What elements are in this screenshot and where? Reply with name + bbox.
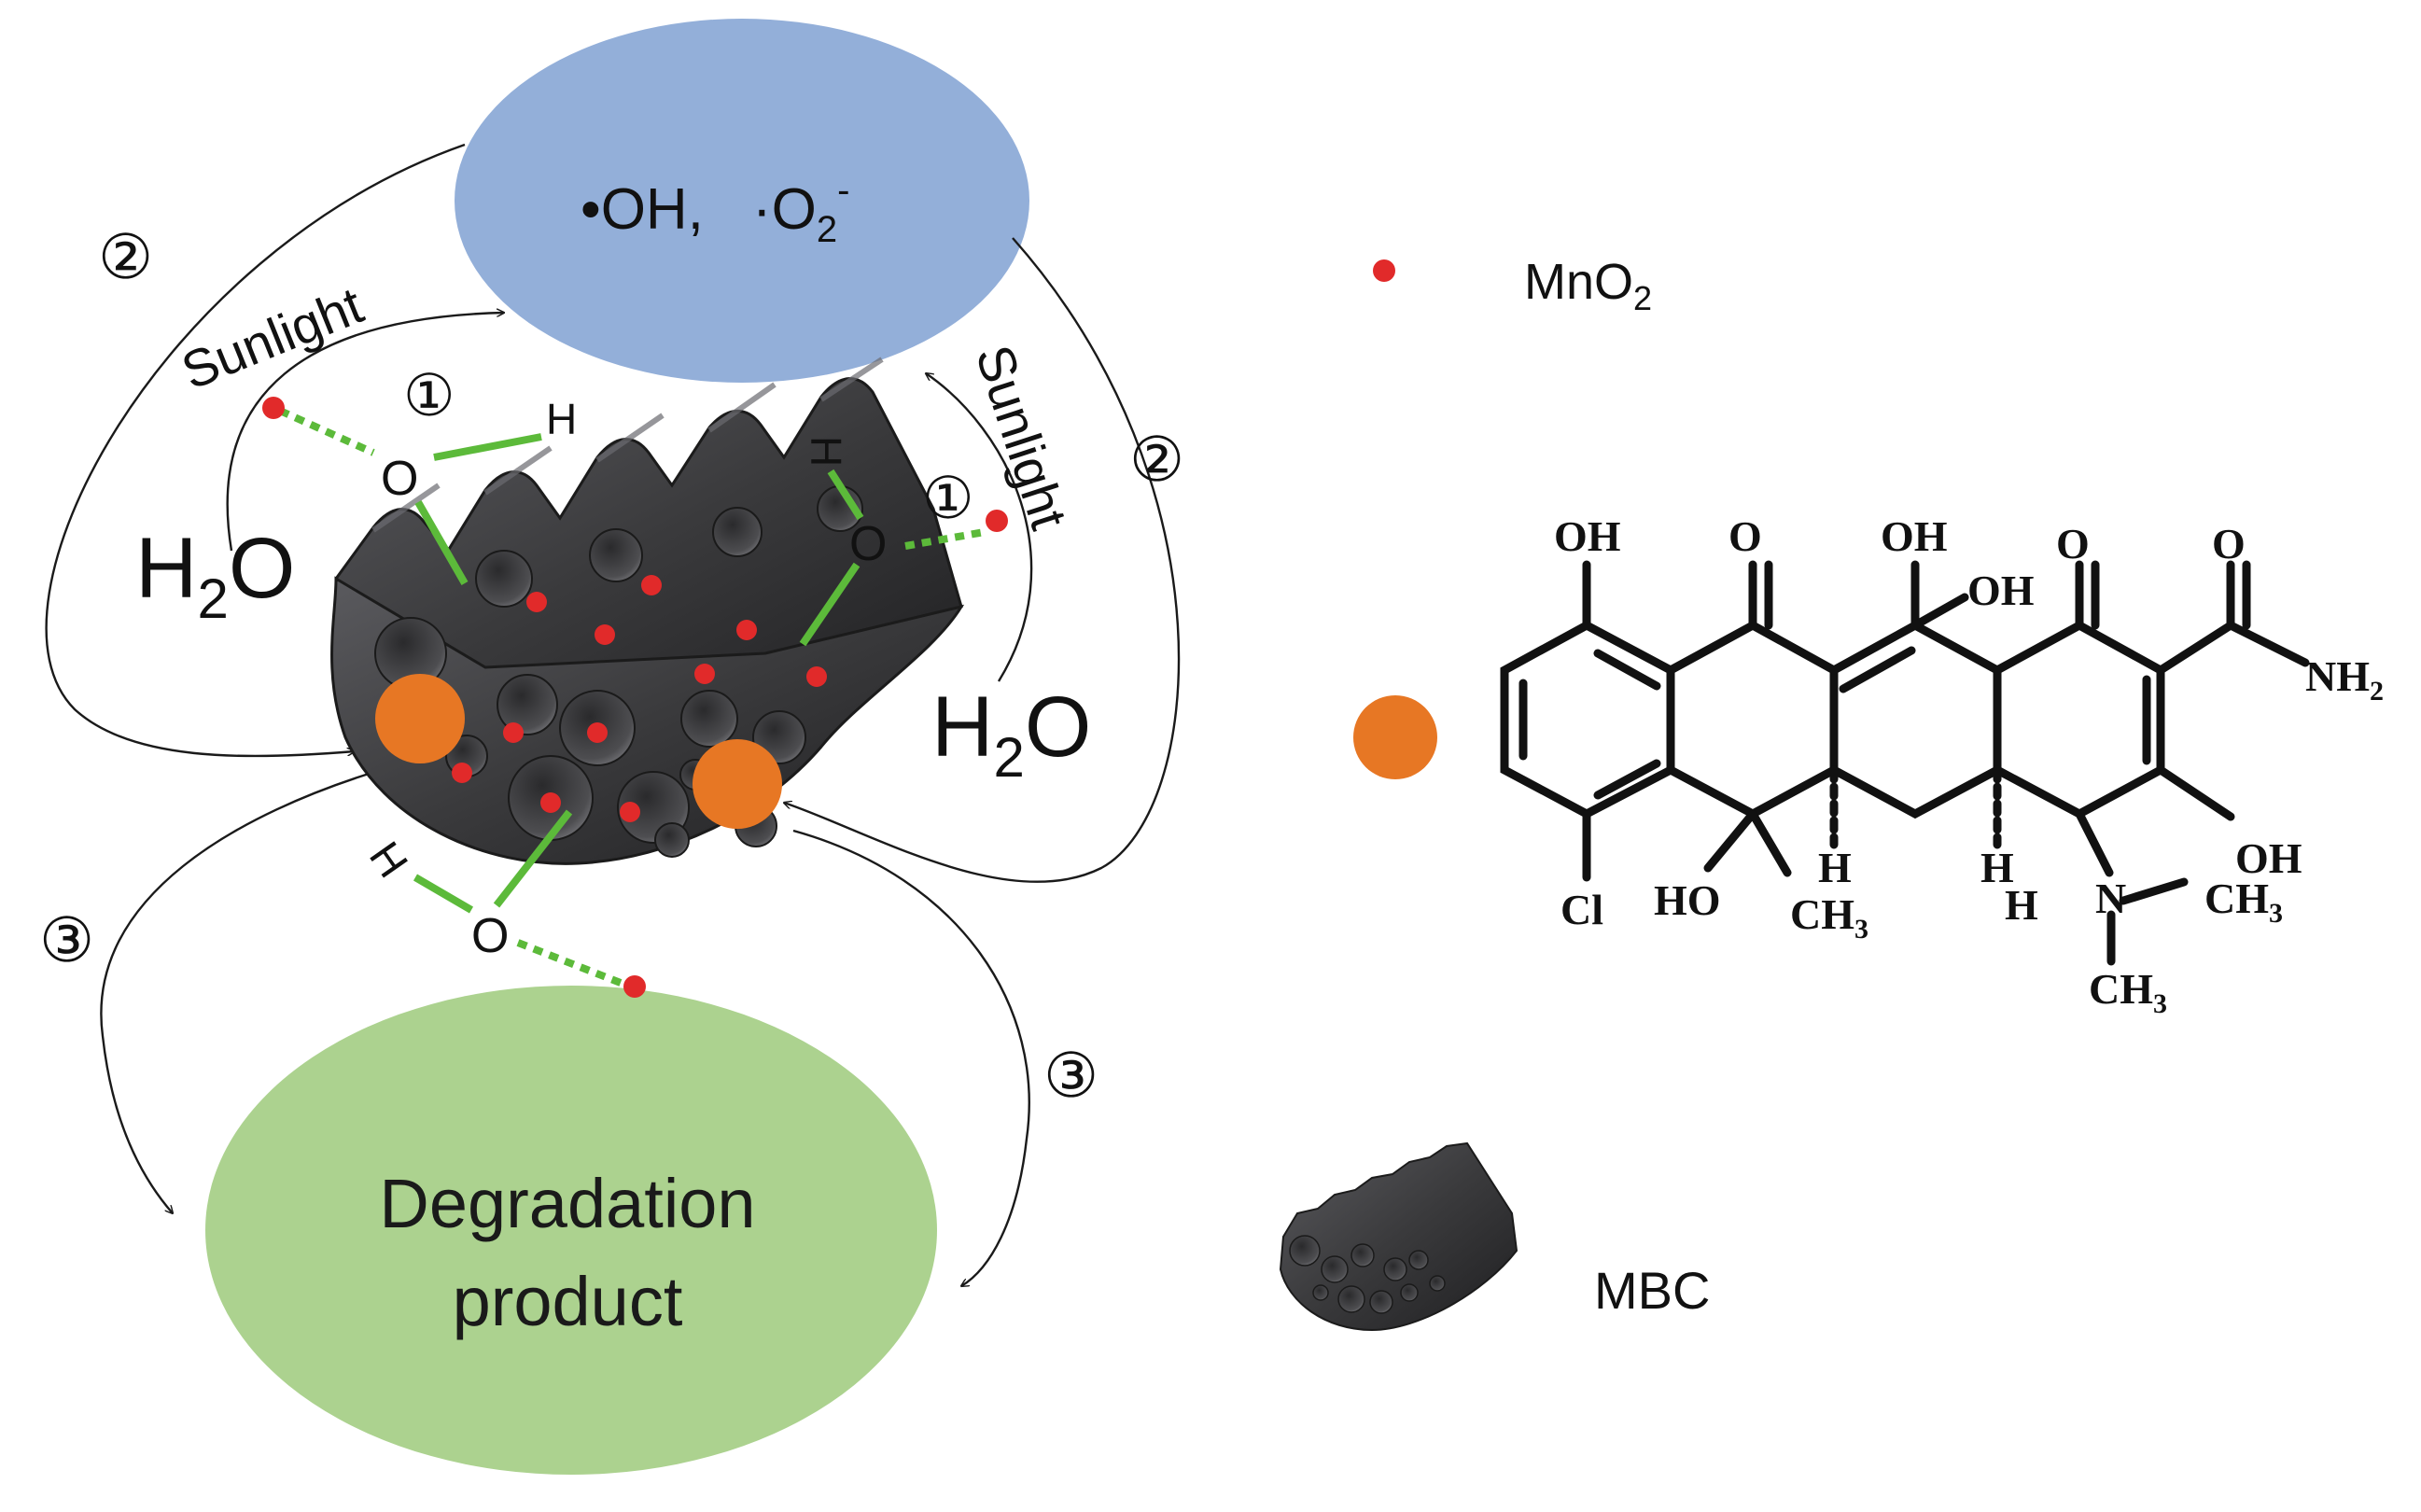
hydrogen-bond-dotted xyxy=(278,407,986,988)
mol-label-h2: H xyxy=(1980,844,2014,891)
legend-mbc: MBC xyxy=(1279,1141,1710,1332)
water-label-right: H2O xyxy=(931,679,1091,789)
product-label-line2: product xyxy=(453,1263,683,1340)
water-label-left: H2O xyxy=(135,521,295,630)
mol-label-o2: O xyxy=(2056,520,2090,567)
atom-h-bottom: H xyxy=(360,833,418,886)
step3-right-arrow xyxy=(792,829,1030,1286)
mno2-dots-on-particle xyxy=(452,575,827,822)
mol-label-ch3-1: CH3 xyxy=(1790,890,1868,945)
superoxide-radical-label: ·O2- xyxy=(752,170,849,250)
step-marker-1-right: ① xyxy=(922,467,974,531)
atom-o-bottom: O xyxy=(471,909,509,963)
mol-label-oh1: OH xyxy=(1554,512,1621,560)
mol-label-ch3-3: CH3 xyxy=(2089,965,2167,1019)
legend-mno2-dot xyxy=(1373,259,1395,282)
product-label-line1: Degradation xyxy=(379,1165,755,1242)
step-marker-3-left: ③ xyxy=(39,905,94,974)
radical-species-ellipse: •OH, ·O2- xyxy=(455,19,1029,383)
atom-h-top: H xyxy=(546,395,577,443)
mol-label-o1: O xyxy=(1728,512,1762,560)
oh-bonds xyxy=(413,433,864,914)
orange-dot-right xyxy=(693,739,782,829)
mol-label-h3: H xyxy=(2005,881,2038,929)
mol-label-ch3-2: CH3 xyxy=(2204,875,2283,929)
mbc-particle xyxy=(330,357,965,865)
mol-label-nh2: NH2 xyxy=(2305,652,2384,707)
sunlight-right-arrow xyxy=(926,373,1033,682)
sunlight-left-arrow xyxy=(226,313,504,552)
mol-label-h1: H xyxy=(1818,844,1852,891)
legend-orange-dot xyxy=(1353,695,1437,779)
legend-mno2-label: MnO2 xyxy=(1524,254,1652,317)
mol-label-cl: Cl xyxy=(1560,886,1603,933)
sunlight-label-left: Sunlight xyxy=(174,275,371,400)
mol-label-oh2: OH xyxy=(1881,512,1948,560)
chemical-structure-labels: OH O OH OH O O NH2 OH Cl HO CH3 H H H N … xyxy=(1554,512,2384,1019)
step-marker-2-right: ② xyxy=(1129,425,1184,494)
atom-o-right: O xyxy=(849,517,887,571)
mol-label-oh3: OH xyxy=(1967,567,2035,614)
legend-mbc-icon xyxy=(1279,1141,1518,1332)
mol-label-o3: O xyxy=(2212,520,2246,567)
atom-o-top: O xyxy=(381,452,418,506)
hydroxyl-radical-label: •OH, xyxy=(581,177,704,242)
legend-mno2: MnO2 xyxy=(1373,254,1652,317)
chemical-structure xyxy=(1500,560,2310,966)
mol-label-ho: HO xyxy=(1654,876,1721,924)
step2-right-arrow xyxy=(784,237,1181,883)
mno2-dots-outside xyxy=(262,397,1008,998)
step3-left-arrow xyxy=(100,768,382,1213)
step2-left-arrow xyxy=(45,143,466,758)
step-marker-2-left: ② xyxy=(98,222,153,291)
degradation-product-ellipse: Degradation product xyxy=(205,986,937,1475)
sunlight-label-right: Sunlight xyxy=(965,338,1080,536)
mol-label-oh4: OH xyxy=(2235,834,2302,882)
orange-dot-left xyxy=(375,674,465,763)
atom-h-right: H xyxy=(802,436,850,467)
step-marker-3-right: ③ xyxy=(1043,1041,1099,1110)
legend-mbc-label: MBC xyxy=(1594,1261,1710,1320)
step-marker-1-top: ① xyxy=(403,364,455,428)
mol-label-n: N xyxy=(2095,875,2126,922)
